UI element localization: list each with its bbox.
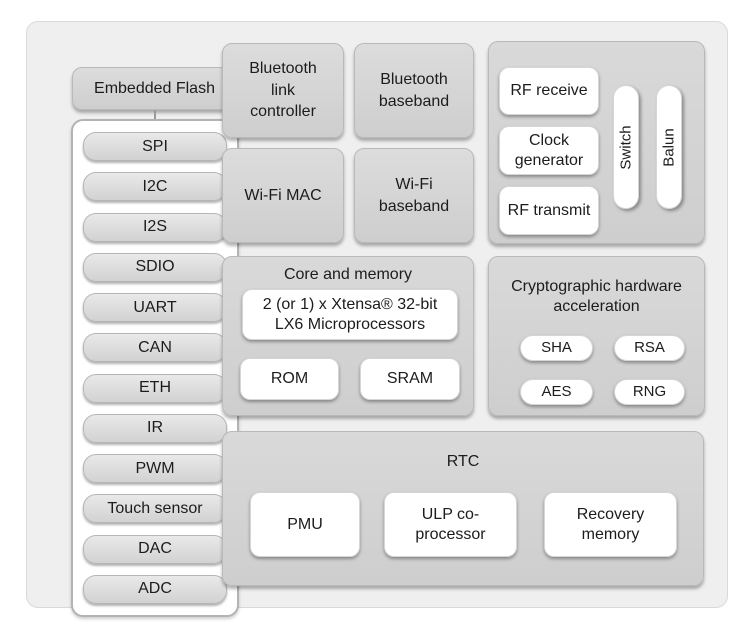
peripheral-adc: ADC: [83, 574, 227, 604]
rng-box: RNG: [614, 379, 685, 405]
rf-receive-box: RF receive: [499, 67, 599, 115]
sram-box: SRAM: [360, 358, 460, 400]
switch-box: Switch: [613, 85, 639, 209]
xtensa-processor-box: 2 (or 1) x Xtensa® 32-bit LX6 Microproce…: [242, 289, 458, 340]
wifi-mac-box: Wi-Fi MAC: [222, 148, 344, 243]
rom-box: ROM: [240, 358, 339, 400]
sha-box: SHA: [520, 335, 593, 361]
pmu-box: PMU: [250, 492, 360, 557]
balun-box: Balun: [656, 85, 682, 209]
peripheral-dac: DAC: [83, 534, 227, 564]
rf-transmit-box: RF transmit: [499, 186, 599, 235]
wifi-baseband-box: Wi-Fi baseband: [354, 148, 474, 243]
bluetooth-baseband-box: Bluetooth baseband: [354, 43, 474, 138]
aes-box: AES: [520, 379, 593, 405]
peripheral-can: CAN: [83, 333, 227, 363]
peripheral-ir: IR: [83, 413, 227, 443]
crypto-section: Cryptographic hardware acceleration SHA …: [488, 256, 705, 416]
bluetooth-link-controller-box: Bluetooth link controller: [222, 43, 344, 138]
rtc-section: RTC PMU ULP co-processor Recovery memory: [222, 431, 704, 586]
rsa-box: RSA: [614, 335, 685, 361]
peripheral-sdio: SDIO: [83, 252, 227, 282]
core-memory-section: Core and memory 2 (or 1) x Xtensa® 32-bi…: [222, 256, 474, 416]
core-memory-title: Core and memory: [283, 266, 413, 283]
rtc-title: RTC: [446, 453, 480, 470]
peripheral-pwm: PWM: [83, 454, 227, 484]
peripheral-spi: SPI: [83, 132, 227, 161]
crypto-title: Cryptographic hardware acceleration: [511, 278, 682, 315]
peripheral-i2s: I2S: [83, 212, 227, 242]
peripheral-eth: ETH: [83, 373, 227, 403]
recovery-memory-box: Recovery memory: [544, 492, 677, 557]
embedded-flash-box: Embedded Flash: [72, 67, 237, 110]
chip-outline: Embedded Flash SPI I2C I2S SDIO UART CAN…: [26, 21, 728, 617]
peripheral-touch-sensor: Touch sensor: [83, 494, 227, 524]
clock-generator-box: Clock generator: [499, 126, 599, 175]
peripheral-i2c: I2C: [83, 172, 227, 202]
radio-section: RF receive Clock generator RF transmit S…: [488, 41, 705, 244]
ulp-coprocessor-box: ULP co-processor: [384, 492, 517, 557]
peripheral-container: SPI I2C I2S SDIO UART CAN ETH IR PWM Tou…: [71, 119, 239, 617]
peripheral-uart: UART: [83, 293, 227, 323]
